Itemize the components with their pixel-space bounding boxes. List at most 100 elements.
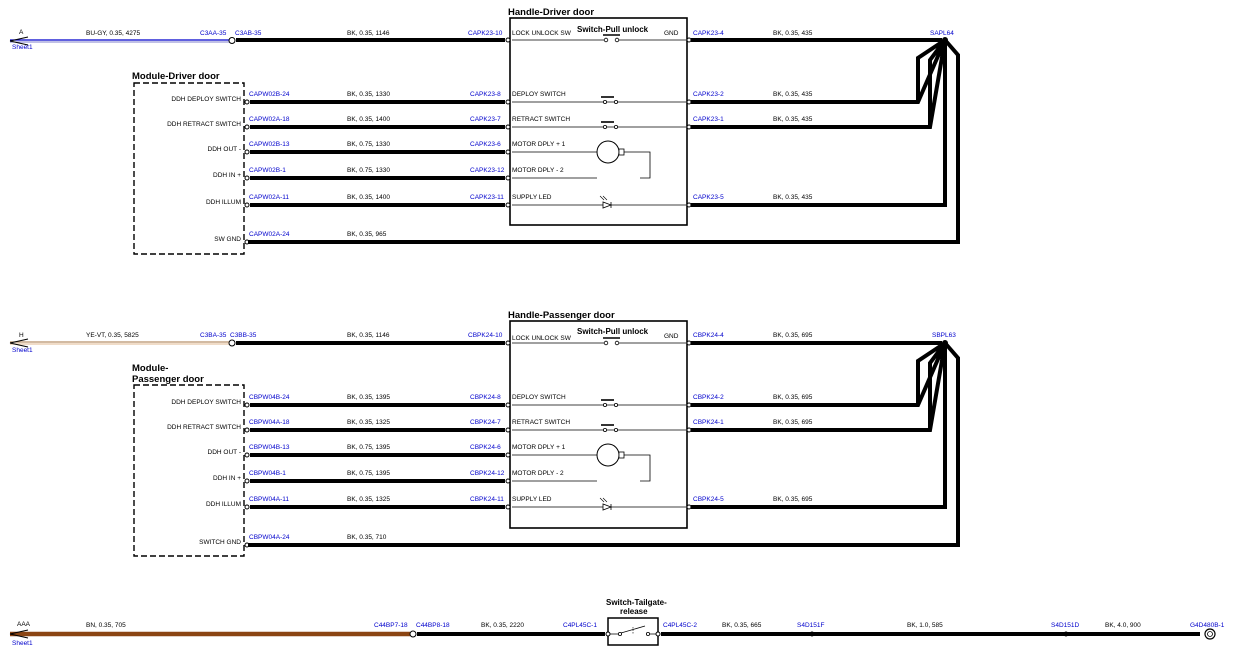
pin-icon xyxy=(505,124,511,130)
pin-icon xyxy=(244,149,250,155)
handle-pin-label: RETRACT SWITCH xyxy=(512,419,570,426)
sheet-arrow-icon[interactable] xyxy=(9,36,29,46)
switch-contact-icon xyxy=(614,100,619,105)
pin-icon xyxy=(505,99,511,105)
switch-contact-icon xyxy=(614,37,620,43)
switch-contact-icon xyxy=(614,427,619,432)
module-pin-label: DDH DEPLOY SWITCH xyxy=(171,399,241,406)
pin-icon xyxy=(244,99,250,105)
wire-spec: BK, 4.0, 900 xyxy=(1105,622,1141,629)
handle-pin-label: RETRACT SWITCH xyxy=(512,116,570,123)
sheet-link[interactable]: Sheet1 xyxy=(12,44,33,51)
splice-label: S4D151D xyxy=(1051,622,1079,629)
wire-spec: BK, 0.35, 1400 xyxy=(347,194,390,201)
pin-label: CAPK23-2 xyxy=(693,91,724,98)
light-rays-icon xyxy=(599,195,608,201)
pin-icon xyxy=(244,427,250,433)
pin-label: CAPK23-4 xyxy=(693,30,724,37)
pin-label: CBPK24-12 xyxy=(470,470,505,477)
pin-label: CAPK23-11 xyxy=(470,194,504,201)
pin-icon xyxy=(244,175,250,181)
wire-spec: BK, 0.75, 1395 xyxy=(347,444,390,451)
sheet-link[interactable]: Sheet1 xyxy=(12,347,33,354)
handle-pin-label: SUPPLY LED xyxy=(512,194,552,201)
driver-rows: DDH DEPLOY SWITCH CAPW02B-24 BK, 0.35, 133… xyxy=(167,91,813,245)
module-passenger-title-2: Passenger door xyxy=(132,374,204,385)
wire-spec: BK, 0.75, 1330 xyxy=(347,167,390,174)
pin-icon xyxy=(686,340,692,346)
handle-pin-label: LOCK UNLOCK SW xyxy=(512,30,572,37)
motor-icon xyxy=(596,140,620,164)
ground-label: G4D480B-1 xyxy=(1190,622,1225,629)
wire-spec: BK, 0.35, 1395 xyxy=(347,394,390,401)
sheet-link[interactable]: Sheet1 xyxy=(12,640,33,647)
wire-spec: BK, 0.35, 1330 xyxy=(347,91,390,98)
wire-spec: BK, 0.35, 665 xyxy=(722,622,762,629)
wire-spec: BK, 0.35, 435 xyxy=(773,194,813,201)
wire-spec: BK, 0.35, 695 xyxy=(773,419,813,426)
ref-letter: A xyxy=(19,29,24,36)
switch-tailgate-title-2: release xyxy=(620,607,648,616)
module-driver-box xyxy=(133,82,245,255)
section-passenger-door: Handle-Passenger door Switch-Pull unlock… xyxy=(9,310,960,557)
connector-c3bb: C3BB-35 xyxy=(230,332,257,339)
wire-spec: BK, 0.35, 695 xyxy=(773,332,813,339)
switch-contact-icon xyxy=(603,100,608,105)
pin-icon xyxy=(505,478,511,484)
module-pin-label: DDH RETRACT SWITCH xyxy=(167,424,241,431)
switch-pull-unlock-title: Switch-Pull unlock xyxy=(577,327,649,336)
pin-icon xyxy=(244,202,250,208)
pin-icon xyxy=(244,402,250,408)
module-connector: CBPW04A-18 xyxy=(249,419,290,426)
gnd-label: GND xyxy=(664,30,679,37)
led-icon xyxy=(602,503,613,511)
wire-spec: BK, 0.35, 435 xyxy=(773,30,813,37)
splice-icon xyxy=(1063,631,1069,637)
handle-driver-box xyxy=(509,17,688,226)
wire-row: DDH DEPLOY SWITCH CAPW02B-24 BK, 0.35, 133… xyxy=(171,91,813,105)
switch-contact-icon xyxy=(646,632,651,637)
led-icon xyxy=(602,201,613,209)
handle-passenger-box xyxy=(509,320,688,529)
pin-label: CAPK23-5 xyxy=(693,194,724,201)
switch-contact-icon xyxy=(603,402,608,407)
switch-contact-icon xyxy=(603,37,609,43)
pin-label: CBPK24-4 xyxy=(693,332,724,339)
pin-label: CBPK24-11 xyxy=(470,496,504,503)
module-pin-label: DDH IN + xyxy=(213,172,241,179)
section-driver-door: Handle-Driver door Switch-Pull unlock Mo… xyxy=(9,7,960,255)
pin-icon xyxy=(505,452,511,458)
switch-contact-icon xyxy=(614,340,620,346)
pin-icon xyxy=(686,99,692,105)
sheet-arrow-icon[interactable] xyxy=(9,629,29,639)
wire-spec: BK, 0.75, 1330 xyxy=(347,141,390,148)
sheet-arrow-icon[interactable] xyxy=(9,338,29,348)
wire-spec: BK, 0.35, 695 xyxy=(773,496,813,503)
wire-spec: BK, 0.35, 965 xyxy=(347,231,387,238)
module-pin-label: DDH OUT - xyxy=(208,449,241,456)
pin-icon xyxy=(244,504,250,510)
splice-icon xyxy=(809,631,815,637)
input-wire-spec: BU-GY, 0.35, 4275 xyxy=(86,30,140,37)
module-pin-label: DDH RETRACT SWITCH xyxy=(167,121,241,128)
module-pin-label: DDH DEPLOY SWITCH xyxy=(171,96,241,103)
module-connector: CBPW04B-1 xyxy=(249,470,286,477)
wire-spec: BK, 0.35, 695 xyxy=(773,394,813,401)
pin-icon xyxy=(505,175,511,181)
splice-label: SBPL63 xyxy=(932,332,956,339)
pin-label: CAPK23-10 xyxy=(468,30,503,37)
module-connector: CAPW02B-24 xyxy=(249,91,290,98)
wire-spec: BK, 0.35, 1400 xyxy=(347,116,390,123)
module-pin-label: DDH ILLUM xyxy=(206,501,241,508)
pin-icon xyxy=(244,452,250,458)
pin-label: CAPK23-1 xyxy=(693,116,724,123)
pin-icon xyxy=(686,202,692,208)
